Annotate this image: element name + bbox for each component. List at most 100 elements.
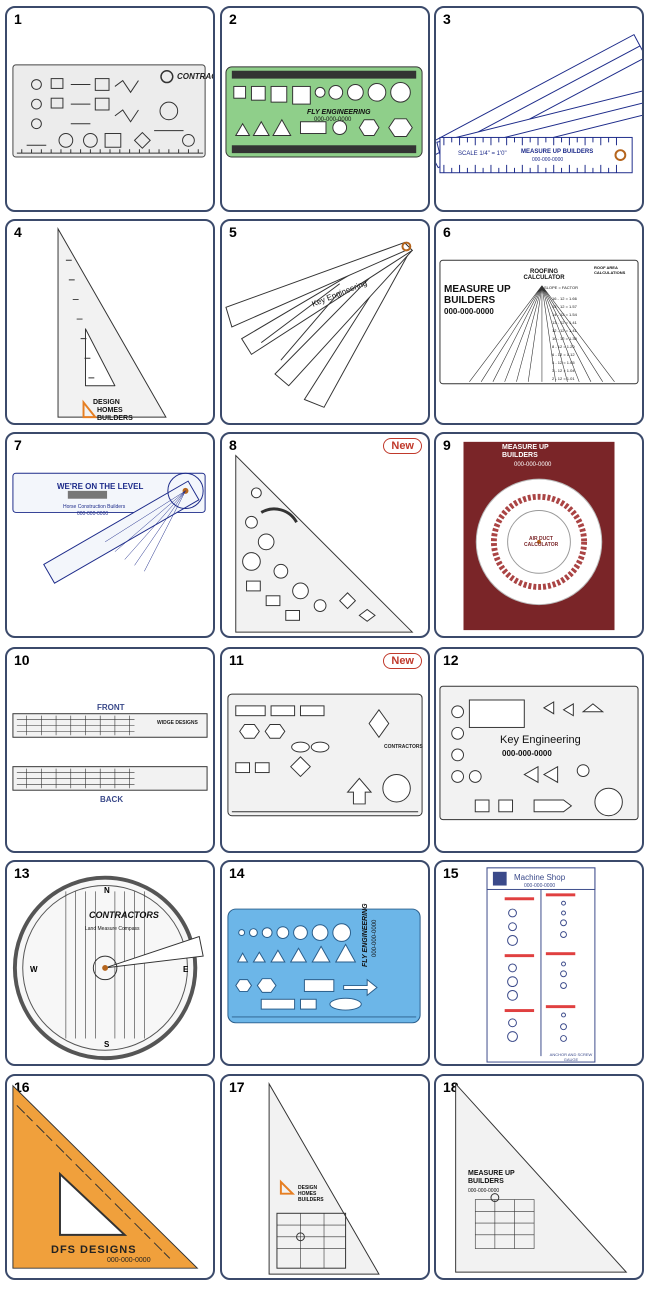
- dir-s: S: [104, 1040, 110, 1049]
- green-template-image: [225, 66, 423, 158]
- brand-text: FLY ENGINEERING: [362, 903, 369, 967]
- card-number: 4: [14, 224, 22, 240]
- product-card-16[interactable]: 16 DFS DESIGNS 000-000-0000: [5, 1074, 215, 1280]
- new-badge: New: [383, 653, 422, 669]
- product-card-1[interactable]: 1 CONTRACTORS: [5, 6, 215, 212]
- card-number: 10: [14, 652, 30, 668]
- flowchart-triangle-image: [235, 454, 414, 633]
- brand-text: WIDGE DESIGNS: [157, 720, 198, 726]
- factor-item: 6 - 12 = 1.12: [552, 352, 575, 357]
- brand-text: Key Engineering: [500, 734, 581, 746]
- brand-text: Horse Construction Builders: [63, 504, 126, 510]
- brand-text: FLY ENGINEERING: [307, 109, 371, 116]
- brand-line-2: HOMES: [298, 1191, 317, 1197]
- brand-line-3: BUILDERS: [97, 415, 133, 422]
- brand-line-1: DESIGN: [93, 399, 120, 406]
- card-number: 5: [229, 224, 237, 240]
- orange-triangle-image: [12, 1084, 199, 1269]
- engineering-template-image: [439, 685, 639, 821]
- card-number: 14: [229, 865, 245, 881]
- phone-text: 000-000-0000: [107, 1257, 151, 1264]
- product-card-15[interactable]: 15 Machine Shop 000-000-0000 ANCHOR AND …: [434, 860, 644, 1066]
- factor-item: 10 - 12 = 1.30: [552, 336, 577, 341]
- flowchart-template-image: [227, 693, 423, 817]
- factor-label: SLOPE = FACTOR: [544, 285, 579, 290]
- phone-text: 000-000-0000: [532, 157, 564, 163]
- card-number: 15: [443, 865, 459, 881]
- factor-item: 16 - 12 = 1.66: [552, 296, 577, 301]
- anchor-gauge-image: [486, 867, 596, 1063]
- factor-item: 12 - 12 = 1.41: [552, 328, 577, 333]
- area-title: ROOF AREA CALCULATIONS: [594, 265, 626, 275]
- phone-text: 000-000-0000: [514, 462, 552, 468]
- brand-line-1: DESIGN: [298, 1185, 318, 1191]
- card-number: 3: [443, 11, 451, 27]
- product-card-7[interactable]: 7 WE'RE ON THE LEVEL Horse Construction …: [5, 432, 215, 638]
- brand-line-2: HOMES: [97, 407, 123, 414]
- calculator-title: ROOFING CALCULATOR: [523, 269, 565, 281]
- brand-text: CONTRACTORS: [384, 744, 423, 750]
- card-number: 1: [14, 11, 22, 27]
- drafting-triangle-image: [268, 1082, 380, 1275]
- fan-scale-image: [225, 241, 414, 408]
- phone-text: 000-000-0000: [372, 919, 378, 957]
- phone-text: 000-000-0000: [77, 511, 109, 517]
- blue-template-image: [227, 908, 421, 1024]
- phone-text: 000-000-0000: [502, 749, 552, 758]
- factor-item: 2 - 12 = 1.01: [552, 376, 575, 381]
- product-card-12[interactable]: 12 Key Engineering 000-000-0000: [434, 647, 644, 853]
- product-card-14[interactable]: 14 FLY ENGINEERING 000-000-0000: [220, 860, 430, 1066]
- brand-text: MEASURE UP BUILDERS: [468, 1170, 515, 1185]
- phone-text: 000-000-0000: [444, 307, 494, 316]
- card-number: 8: [229, 437, 237, 453]
- factor-item: 14 - 12 = 1.54: [552, 312, 577, 317]
- brand-text: DFS DESIGNS: [51, 1244, 137, 1256]
- level-protractor-image: [12, 472, 206, 584]
- factor-item: 13 - 12 = 1.41: [552, 320, 577, 325]
- compass-subtitle: Land Measure Compass: [85, 926, 140, 932]
- product-card-2[interactable]: 2 FLY ENGINEERING 000-000-0000: [220, 6, 430, 212]
- phone-text: 000-000-0000: [314, 117, 352, 123]
- brand-text: MEASURE UP BUILDERS: [521, 149, 594, 155]
- product-card-13[interactable]: 13 CONTRACTORS Land Measure Compass N E …: [5, 860, 215, 1066]
- product-card-9[interactable]: 9 MEASURE UP BUILDERS 000-000-0000 AIR D…: [434, 432, 644, 638]
- dir-e: E: [183, 965, 189, 974]
- scale-rulers-image: [436, 33, 642, 174]
- two-sided-scale-image: [12, 713, 208, 791]
- product-card-10[interactable]: 10 FRONT BACK WIDGE DESIGNS: [5, 647, 215, 853]
- product-card-5[interactable]: 5 Key Engineering: [220, 219, 430, 425]
- card-number: 7: [14, 437, 22, 453]
- drafting-triangle-image: [455, 1082, 628, 1273]
- brand-text: MEASURE UP BUILDERS: [502, 444, 549, 459]
- triangle-image: [57, 227, 167, 419]
- level-title: WE'RE ON THE LEVEL: [57, 482, 144, 491]
- factor-item: 3 - 12 = 1.04: [552, 368, 575, 373]
- product-card-8[interactable]: 8 New: [220, 432, 430, 638]
- factor-item: 15 - 12 = 1.57: [552, 304, 577, 309]
- card-number: 18: [443, 1079, 459, 1095]
- product-card-17[interactable]: 17 DESIGN HOMES BUILDERS: [220, 1074, 430, 1280]
- product-card-4[interactable]: 4 DESIGN HOMES BUILDERS: [5, 219, 215, 425]
- product-card-18[interactable]: 18 MEASURE UP BUILDERS 000-000-0000: [434, 1074, 644, 1280]
- card-number: 13: [14, 865, 30, 881]
- gauge-footer: ANCHOR AND SCREW GAUGE: [549, 1052, 593, 1062]
- card-number: 2: [229, 11, 237, 27]
- new-badge: New: [383, 438, 422, 454]
- phone-text: 000-000-0000: [468, 1188, 500, 1194]
- dial-title: AIR DUCT CALCULATOR: [524, 536, 559, 548]
- phone-text: 000-000-0000: [524, 883, 556, 889]
- product-card-6[interactable]: 6 MEASURE UP BUILDERS 000-000-0000 ROOFI…: [434, 219, 644, 425]
- factor-item: 8 - 12 = 1.20: [552, 344, 575, 349]
- dir-w: W: [30, 965, 38, 974]
- card-number: 11: [229, 652, 244, 668]
- card-number: 12: [443, 652, 459, 668]
- product-card-11[interactable]: 11 New CONTRACTORS: [220, 647, 430, 853]
- card-number: 9: [443, 437, 451, 453]
- electrical-template-image: [12, 64, 206, 158]
- factor-list: 16 - 12 = 1.66 15 - 12 = 1.57 14 - 12 = …: [552, 295, 577, 383]
- back-label: BACK: [100, 795, 124, 804]
- compass-image: [12, 875, 204, 1061]
- product-card-3[interactable]: 3 SCALE 1/4" = 1'0" MEASURE UP BUILDERS …: [434, 6, 644, 212]
- brand-text: CONTRACTORS: [177, 72, 213, 81]
